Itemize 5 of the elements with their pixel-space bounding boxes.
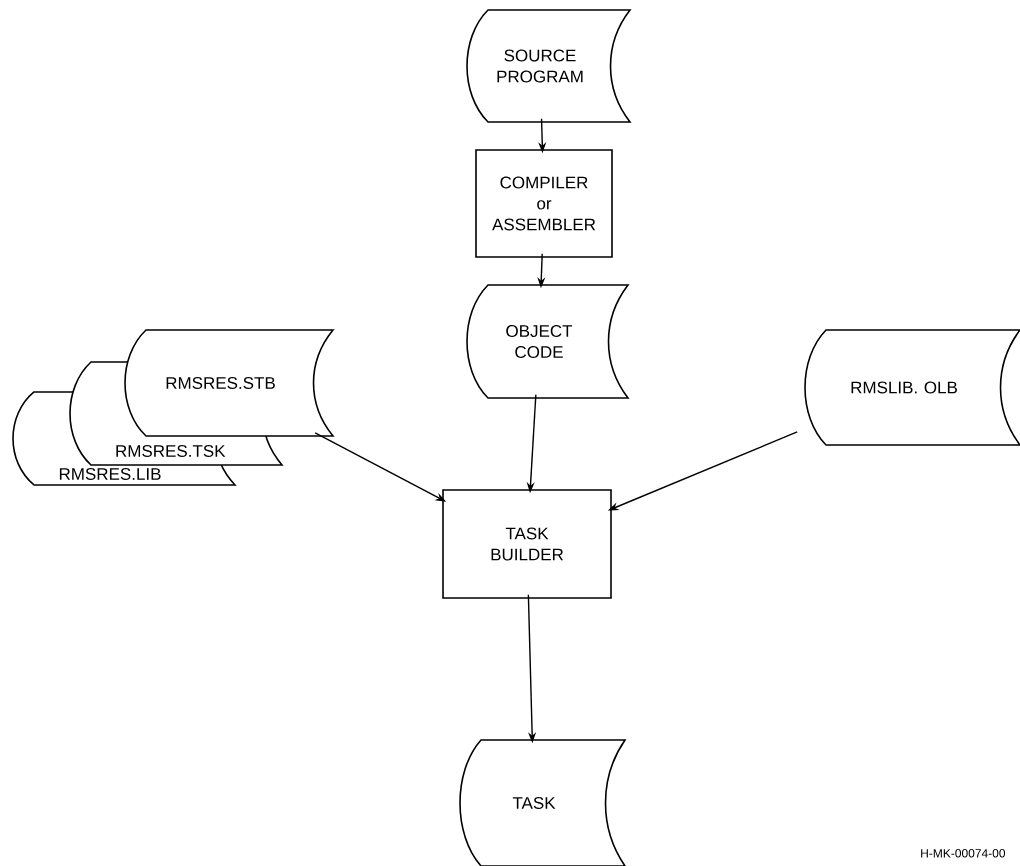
process-box: COMPILER or ASSEMBLER (475, 149, 613, 258)
file-label: RMSRES.TSK (116, 444, 226, 457)
figure-number: H-MK-00074-00 (921, 849, 1006, 858)
file-label: RMSRES.LIB (59, 467, 161, 480)
process-box: TASK BUILDER (442, 489, 612, 599)
